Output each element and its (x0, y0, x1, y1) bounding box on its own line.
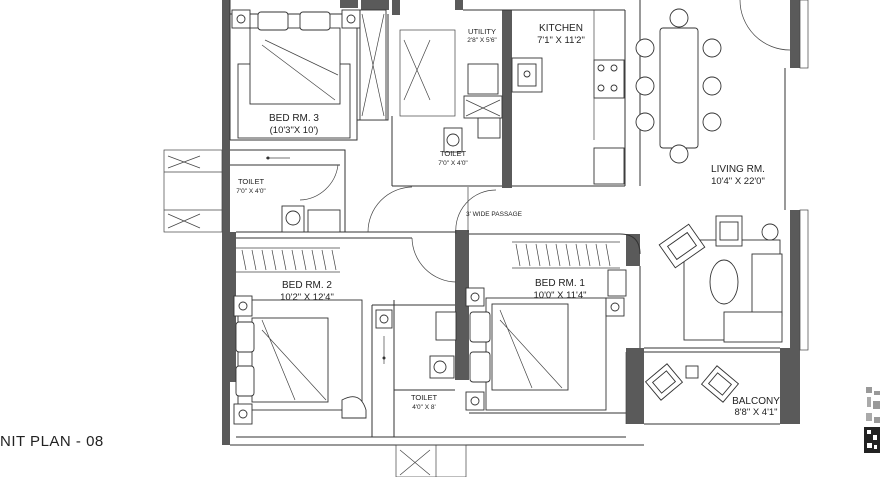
utility-dim: 2'8" X 5'6" (467, 37, 497, 44)
toilet-bottom-fixtures (429, 311, 457, 379)
bed-rm1-furniture (465, 269, 627, 411)
windows (163, 0, 809, 477)
passage-label: 3' WIDE PASSAGE (466, 211, 523, 218)
toilet-left-dim: 7'0" X 4'0" (236, 188, 266, 195)
living-name: LIVING RM. (711, 164, 765, 175)
toilet-center-name: TOILET (440, 149, 467, 158)
bed-rm2-name: BED RM. 2 (282, 280, 332, 291)
toilet-bottom-dim: 4'0" X 8' (412, 404, 436, 411)
bed-rm1-dim: 10'0" X 11'4" (534, 290, 587, 301)
kitchen-dim: 7'1" X 11'2" (537, 35, 585, 46)
toilet-left-name: TOILET (238, 177, 265, 186)
toilet-bottom-name: TOILET (411, 393, 438, 402)
bed-rm3-dim: (10'3"X 10') (270, 125, 319, 136)
walls (222, 0, 800, 445)
living-dim: 10'4" X 22'0" (711, 176, 765, 187)
toilet-left-fixtures (266, 156, 341, 233)
room-labels: BED RM. 3 (10'3"X 10') UTILITY 2'8" X 5'… (236, 23, 780, 418)
kitchen-fixtures (511, 10, 625, 185)
toilet-center-dim: 7'0" X 4'0" (438, 160, 468, 167)
bed-rm1-name: BED RM. 1 (535, 278, 585, 289)
living-furniture (635, 8, 783, 343)
utility-fixtures (443, 63, 503, 153)
balcony-dim: 8'8" X 4'1" (734, 407, 777, 418)
bed-rm2-furniture (233, 295, 393, 425)
doors (299, 0, 791, 424)
qr-code-icon (864, 383, 882, 455)
kitchen-name: KITCHEN (539, 23, 583, 34)
balcony-name: BALCONY (732, 396, 780, 407)
plan-title: NIT PLAN - 08 (0, 433, 104, 450)
bed-rm3-furniture (231, 9, 387, 139)
bed-rm2-dim: 10'2" X 12'4" (280, 292, 334, 303)
utility-name: UTILITY (468, 27, 496, 36)
balcony-furniture (644, 363, 740, 403)
bed-rm3-name: BED RM. 3 (269, 113, 319, 124)
